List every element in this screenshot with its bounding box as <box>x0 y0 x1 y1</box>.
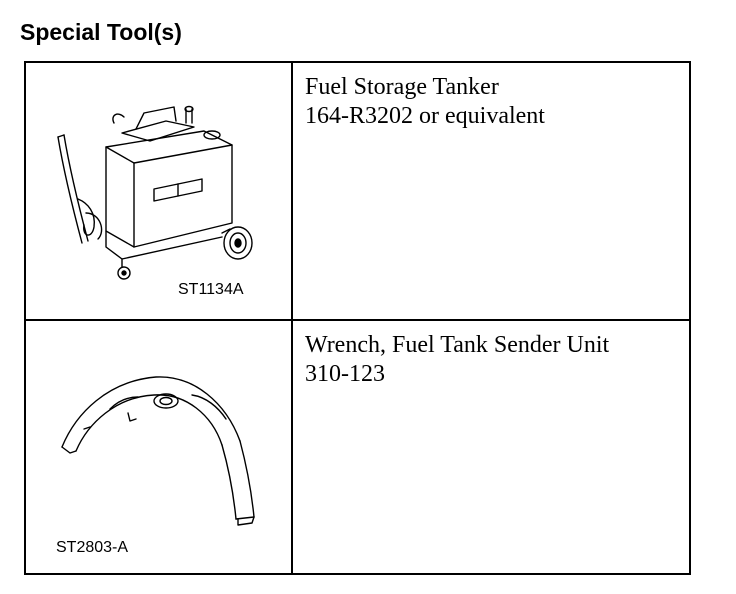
sender-unit-wrench-drawing <box>61 376 255 526</box>
tool-part-number: 164-R3202 or equivalent <box>305 103 545 129</box>
tool-row-sender-unit-wrench: ST2803-A Wrench, Fuel Tank Sender Unit 3… <box>26 321 689 573</box>
page-title: Special Tool(s) <box>20 19 182 45</box>
tool-part-number: 310-123 <box>305 361 385 387</box>
tool-description-cell: Wrench, Fuel Tank Sender Unit 310-123 <box>293 321 689 573</box>
tool-image-cell: ST2803-A <box>26 321 293 573</box>
figure-label: ST2803-A <box>56 539 129 556</box>
tool-image-cell: ST1134A <box>26 63 293 319</box>
tool-name: Wrench, Fuel Tank Sender Unit <box>305 332 610 358</box>
tool-row-fuel-storage-tanker: ST1134A Fuel Storage Tanker 164-R3202 or… <box>26 63 689 321</box>
fuel-storage-tanker-drawing <box>57 105 253 280</box>
special-tools-table: ST1134A Fuel Storage Tanker 164-R3202 or… <box>24 61 691 575</box>
figure-label: ST1134A <box>178 281 244 298</box>
tool-description-cell: Fuel Storage Tanker 164-R3202 or equival… <box>293 63 689 319</box>
tool-name: Fuel Storage Tanker <box>305 74 499 100</box>
